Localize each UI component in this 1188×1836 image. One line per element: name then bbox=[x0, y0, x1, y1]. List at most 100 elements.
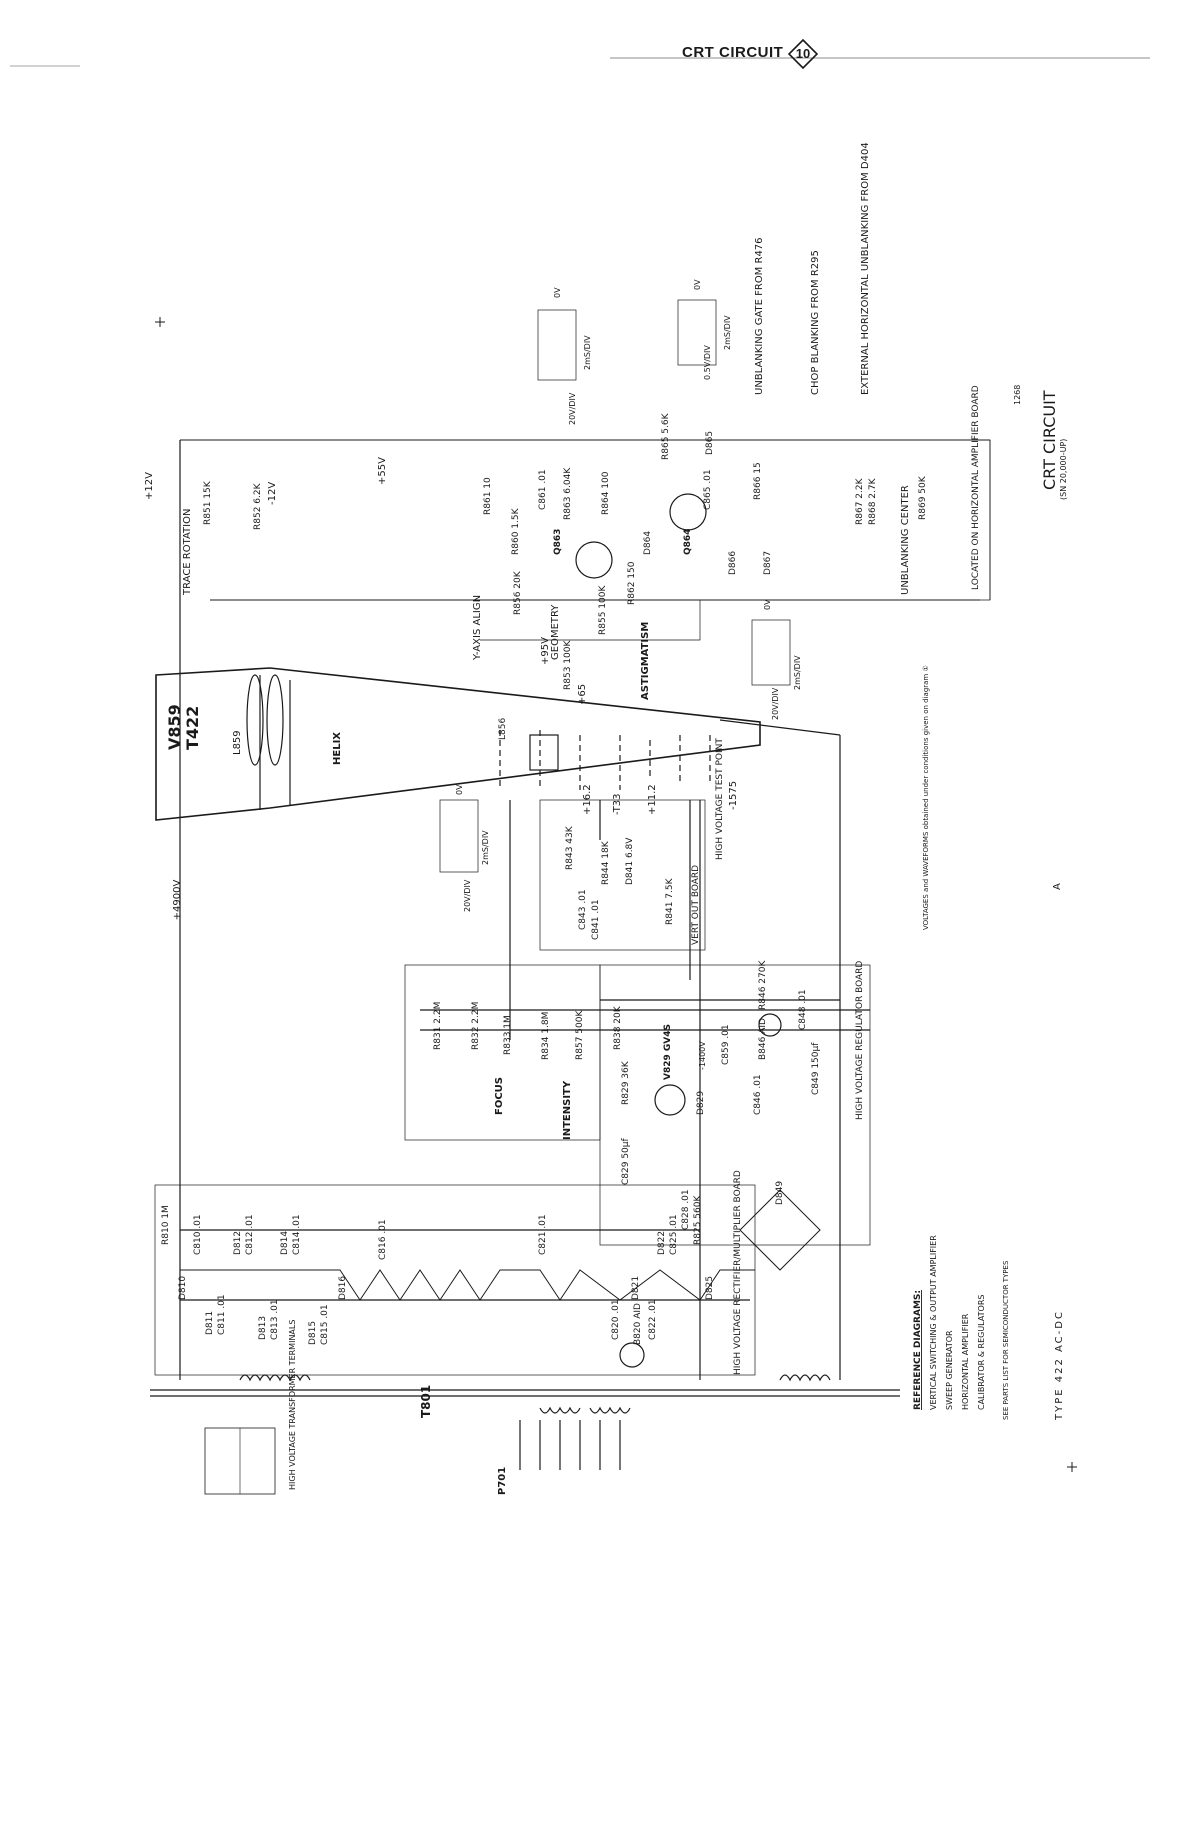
ref-item-calibrator: CALIBRATOR & REGULATORS bbox=[977, 1295, 986, 1411]
board-hv-reg: HIGH VOLTAGE REGULATOR BOARD bbox=[855, 961, 865, 1120]
component-label: R853 100K bbox=[563, 640, 573, 690]
component-label: C849 150µf bbox=[811, 1042, 821, 1095]
voltage-t33: -T33 bbox=[612, 793, 623, 815]
title-block-serial: (SN 20,000-UP) bbox=[1059, 439, 1068, 500]
component-label: C841 .01 bbox=[591, 899, 601, 940]
component-label: R825 560K bbox=[693, 1195, 703, 1245]
see-parts-note: SEE PARTS LIST FOR SEMICONDUCTOR TYPES bbox=[1002, 1260, 1010, 1420]
diagram-number-badge: 10 bbox=[787, 38, 819, 70]
voltage-16-2: +16.2 bbox=[582, 784, 593, 815]
component-label: R868 2.7K bbox=[868, 477, 878, 525]
component-label: D812 bbox=[233, 1231, 243, 1255]
component-label: D865 bbox=[705, 431, 715, 455]
component-label: D810 bbox=[178, 1276, 188, 1300]
component-label: C811 .01 bbox=[217, 1294, 227, 1335]
waveform-4-volts: 20V/DIV bbox=[771, 687, 780, 720]
component-label: D849 bbox=[775, 1181, 785, 1205]
component-label: R834 1.8M bbox=[541, 1012, 551, 1060]
component-label: D867 bbox=[763, 551, 773, 575]
component-label: R855 100K bbox=[598, 585, 608, 635]
ref-heading: REFERENCE DIAGRAMS: bbox=[913, 1290, 923, 1410]
component-label: R856 20K bbox=[513, 570, 523, 615]
unblanking-center-label[interactable]: UNBLANKING CENTER bbox=[900, 485, 911, 595]
component-label: R843 43K bbox=[565, 825, 575, 870]
board-horiz: LOCATED ON HORIZONTAL AMPLIFIER BOARD bbox=[971, 385, 981, 590]
ref-item-vertical: VERTICAL SWITCHING & OUTPUT AMPLIFIER bbox=[929, 1235, 938, 1410]
voltage-minus-12v: -12V bbox=[267, 482, 278, 505]
astigmatism-label[interactable]: ASTIGMATISM bbox=[640, 622, 651, 700]
input-unblanking-gate: UNBLANKING GATE FROM R476 bbox=[754, 237, 765, 395]
component-label: C810 .01 bbox=[193, 1214, 203, 1255]
input-chop-blanking: CHOP BLANKING FROM R295 bbox=[810, 250, 821, 395]
diamond-badge-icon bbox=[787, 38, 819, 70]
page-header: CRT CIRCUIT 10 bbox=[660, 36, 830, 72]
component-label: R846 270K bbox=[758, 960, 768, 1010]
waveform-2-volts: 20V/DIV bbox=[463, 879, 472, 912]
component-label: C846 .01 bbox=[753, 1074, 763, 1115]
component-label: B846 AID bbox=[758, 1018, 768, 1060]
component-label: D815 bbox=[308, 1321, 318, 1345]
board-vert-out: VERT OUT BOARD bbox=[691, 865, 701, 945]
component-label: R832 2.2M bbox=[471, 1002, 481, 1050]
component-label: R862 150 bbox=[627, 561, 637, 605]
component-label: R833 1M bbox=[503, 1015, 513, 1055]
component-label: Q864 bbox=[683, 529, 693, 555]
component-label: C816 .01 bbox=[378, 1219, 388, 1260]
waveform-2-time: 2mS/DIV bbox=[481, 830, 490, 865]
waveform-2-ref: 0V bbox=[455, 784, 464, 795]
header-title: CRT CIRCUIT bbox=[682, 44, 784, 61]
intensity-label[interactable]: INTENSITY bbox=[562, 1080, 573, 1140]
component-label: D813 bbox=[258, 1316, 268, 1340]
component-label: R810 1M bbox=[161, 1205, 171, 1245]
transformer-legend-title: HIGH VOLTAGE TRANSFORMER TERMINALS bbox=[288, 1320, 297, 1490]
waveform-4-time: 2mS/DIV bbox=[793, 655, 802, 690]
component-label: D811 bbox=[205, 1311, 215, 1335]
component-label: D825 bbox=[705, 1276, 715, 1300]
component-label: R831 2.2M bbox=[433, 1002, 443, 1050]
test-point-label: HIGH VOLTAGE TEST POINT bbox=[715, 738, 725, 860]
component-label: C813 .01 bbox=[270, 1299, 280, 1340]
voltage-65: +65 bbox=[577, 684, 588, 705]
component-label: D864 bbox=[643, 531, 653, 555]
waveform-1-ref: 0V bbox=[553, 287, 562, 298]
trace-rotation-label[interactable]: TRACE ROTATION bbox=[182, 509, 193, 596]
connector-ref: P701 bbox=[497, 1467, 508, 1495]
coil-label: L859 bbox=[232, 730, 243, 755]
helix-label: HELIX bbox=[332, 732, 343, 765]
voltage-12v: +12V bbox=[144, 472, 155, 500]
sheet-mark: A bbox=[1052, 883, 1063, 890]
component-label: D829 bbox=[696, 1091, 706, 1115]
waveform-4-ref: 0V bbox=[763, 599, 772, 610]
component-label: D841 6.8V bbox=[625, 837, 635, 885]
component-label: C865 .01 bbox=[703, 469, 713, 510]
crt-ref: V859 bbox=[165, 704, 184, 750]
waveform-1-volts: 20V/DIV bbox=[568, 392, 577, 425]
component-label: C821 .01 bbox=[538, 1214, 548, 1255]
waveform-3-volts: 0.5V/DIV bbox=[703, 345, 712, 380]
component-label: R838 20K bbox=[613, 1005, 623, 1050]
input-external-unblanking: EXTERNAL HORIZONTAL UNBLANKING FROM D404 bbox=[860, 142, 871, 395]
voltage-1400v: -1400V bbox=[698, 1041, 707, 1070]
component-label: R841 7.5K bbox=[665, 877, 675, 925]
component-label: R829 36K bbox=[621, 1060, 631, 1105]
component-label: R867 2.2K bbox=[855, 477, 865, 525]
component-label: R852 6.2K bbox=[253, 482, 263, 530]
focus-label[interactable]: FOCUS bbox=[494, 1077, 505, 1115]
component-label: R851 15K bbox=[203, 480, 213, 525]
component-label: D822 bbox=[657, 1231, 667, 1255]
component-label: R865 5.6K bbox=[661, 412, 671, 460]
y-axis-align-label[interactable]: Y-AXIS ALIGN bbox=[472, 595, 483, 661]
component-label: R860 1.5K bbox=[511, 507, 521, 555]
geometry-label[interactable]: GEOMETRY bbox=[550, 604, 561, 660]
component-label: R869 50K bbox=[918, 475, 928, 520]
component-label: C812 .01 bbox=[245, 1214, 255, 1255]
component-label: C820 .01 bbox=[611, 1299, 621, 1340]
component-label: R861 10 bbox=[483, 477, 493, 515]
component-label: C859 .01 bbox=[721, 1024, 731, 1065]
component-label: C822 .01 bbox=[648, 1299, 658, 1340]
component-label: D814 bbox=[280, 1231, 290, 1255]
title-block-main: CRT CIRCUIT bbox=[1040, 390, 1059, 490]
title-block-instrument: TYPE 422 AC-DC bbox=[1054, 1310, 1065, 1421]
component-label: Q863 bbox=[553, 529, 563, 555]
